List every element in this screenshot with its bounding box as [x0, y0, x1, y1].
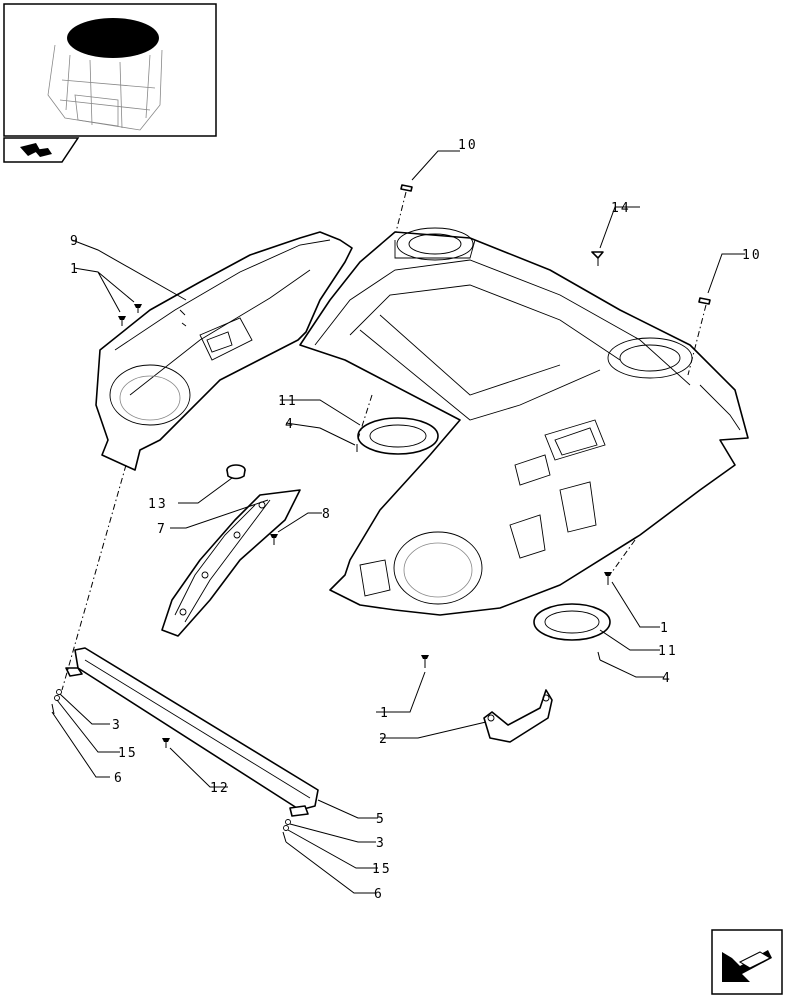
roof-highlight-icon — [67, 18, 159, 58]
callout-label: 9 — [70, 234, 80, 249]
callout-label: 10 — [742, 248, 762, 263]
callout-label: 13 — [148, 497, 168, 512]
grab-handle[interactable] — [483, 689, 553, 743]
callout-label: 3 — [112, 718, 122, 733]
lamp-cover-upper[interactable] — [357, 417, 439, 455]
next-page-arrow-icon[interactable] — [711, 929, 783, 995]
callout-label: 10 — [458, 138, 478, 153]
callout-label: 2 — [379, 732, 389, 747]
callout-label: 1 — [70, 262, 80, 277]
leader-lines — [51, 150, 745, 894]
rear-cross-bar[interactable] — [65, 647, 319, 817]
lamp-cover-lower[interactable] — [533, 603, 611, 641]
callout-label: 8 — [322, 507, 332, 522]
callout-label: 3 — [376, 836, 386, 851]
callout-label: 11 — [658, 644, 678, 659]
callout-label: 14 — [611, 201, 631, 216]
left-headliner-panel[interactable] — [95, 231, 353, 471]
main-headliner-panel[interactable] — [299, 227, 749, 616]
side-trim-panel[interactable] — [161, 489, 301, 637]
callout-label: 12 — [210, 781, 230, 796]
callout-label: 1 — [380, 706, 390, 721]
cab-thumbnail[interactable] — [3, 3, 217, 137]
callout-labels: 10 14 10 9 1 11 4 13 7 8 1 11 4 1 2 3 15… — [70, 138, 762, 902]
callout-label: 15 — [372, 862, 392, 877]
callout-label: 4 — [662, 671, 672, 686]
fasteners — [51, 184, 711, 843]
view-direction-tab-icon[interactable] — [3, 137, 80, 163]
callout-label: 6 — [374, 887, 384, 902]
callout-label: 4 — [285, 417, 295, 432]
callout-label: 5 — [376, 812, 386, 827]
assembly-center-lines — [61, 191, 707, 691]
callout-label: 15 — [118, 746, 138, 761]
callout-label: 6 — [114, 771, 124, 786]
callout-label: 7 — [157, 522, 167, 537]
plug-cap[interactable] — [226, 464, 246, 480]
callout-label: 11 — [278, 394, 298, 409]
callout-label: 1 — [660, 621, 670, 636]
